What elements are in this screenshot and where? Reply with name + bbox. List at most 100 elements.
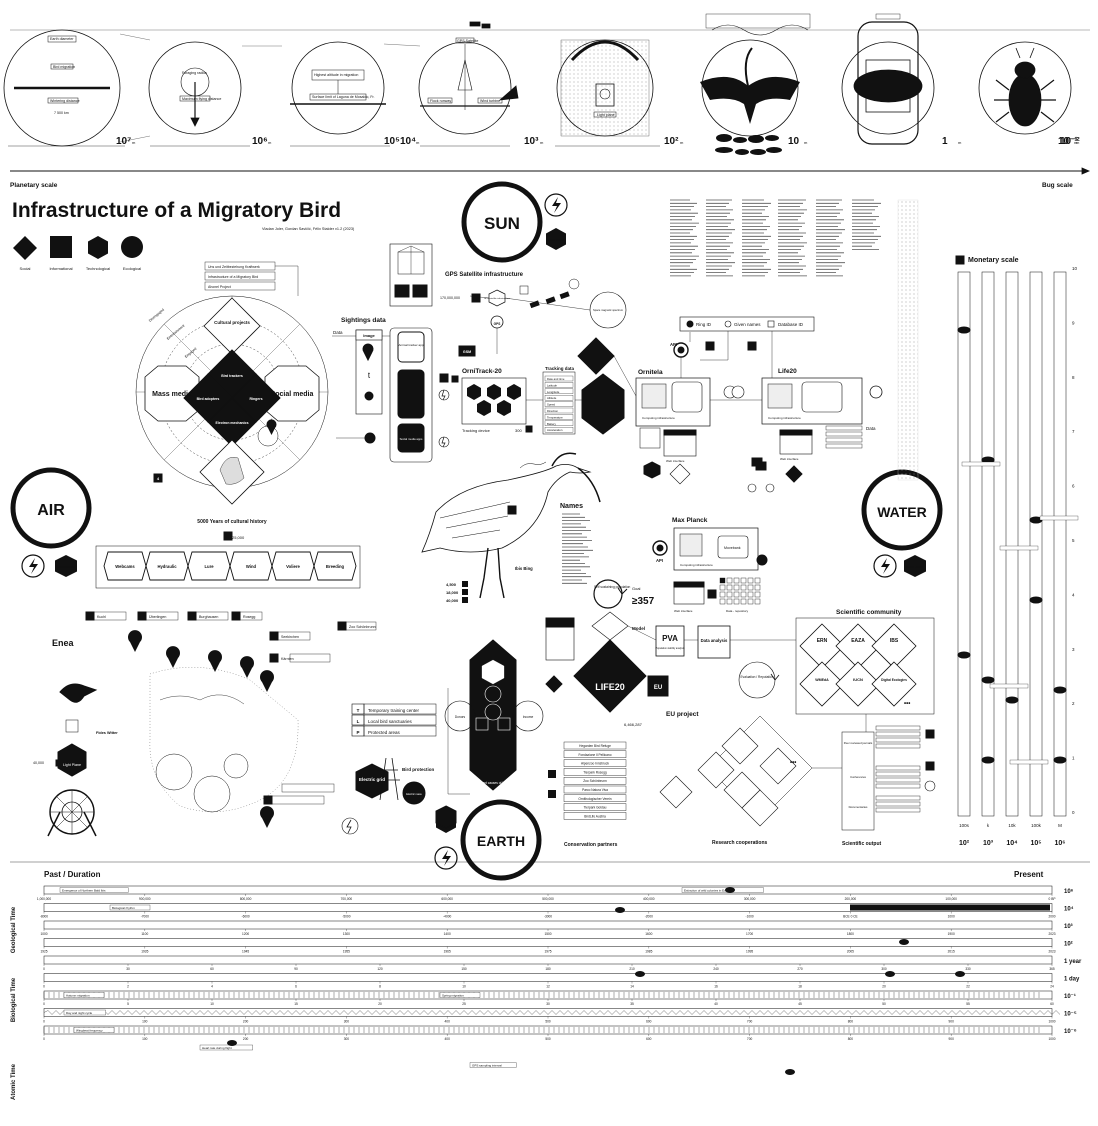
tracking-item: Acceleration — [547, 428, 563, 432]
ibs-label: IBS — [890, 638, 899, 644]
scale-power-3: 10⁴ — [400, 136, 416, 147]
timeline-tick: 600 — [646, 1037, 652, 1041]
timeline-tick: 55 — [966, 1002, 970, 1006]
timeline-tick: 400 — [445, 1020, 451, 1024]
timeline-tick: -8000 — [40, 915, 48, 919]
gps-label: GPS — [494, 322, 501, 326]
given-names-option[interactable]: Given names — [734, 322, 761, 327]
monetary-row-label: 10 — [1072, 266, 1078, 271]
count-c: 40,000 — [446, 598, 459, 603]
timeline-tick: 500 — [545, 1037, 551, 1041]
timeline-tick: 1600 — [645, 932, 652, 936]
timeline-tick: 0 BP — [1049, 897, 1056, 901]
timeline-tick: 1000 — [948, 915, 955, 919]
timeline-tick: -3000 — [544, 915, 552, 919]
hydro-power-label: Hydro power — [906, 565, 923, 569]
timeline-tick: 14 — [630, 985, 634, 989]
key-t: T — [357, 708, 360, 713]
database-id-option[interactable]: Database ID — [778, 322, 804, 327]
monetary-col-power: 10⁵ — [1030, 840, 1041, 847]
tracking-data-list: Date and timeLatitudeLongitudeAltitudeSp… — [544, 375, 574, 433]
scale-power-1: 10⁶ — [252, 136, 268, 147]
partner-item: Ornithologischer Verein — [578, 797, 611, 801]
cultural-projects-label: Cultural projects — [214, 320, 250, 325]
timeline-tick: -1000 — [746, 915, 754, 919]
timeline-tick: 0 — [43, 967, 45, 971]
timeline-event: Emergence of Northern Bald Ibis — [62, 888, 106, 892]
gps-infra-title: GPS Satellite infrastructure — [445, 272, 524, 278]
scale-power-6: 10 — [788, 136, 800, 147]
timeline-power: 10⁶ — [1064, 889, 1074, 895]
wind-power-label: Wind turbine — [58, 565, 75, 569]
max-planck-section — [673, 527, 768, 605]
site-label: Burghausen — [199, 615, 218, 619]
data-repository-label: Data - repository — [726, 609, 749, 613]
bird-trackers-label: Bird trackers — [221, 374, 243, 378]
timeline-tick: 900 — [949, 1020, 955, 1024]
legend-social-label: Social — [20, 266, 31, 271]
legend-social-diamond — [13, 236, 37, 260]
gps-node1-label: GPS satellite infrastructure — [484, 297, 511, 300]
max-flying-distance-label: Maximum flying distance — [182, 97, 221, 101]
timeline-tick: 700,000 — [341, 897, 353, 901]
eu-budget: 6,466,287 — [624, 722, 643, 727]
timeline-tick: 24 — [1050, 985, 1054, 989]
svg-text:t: t — [368, 371, 371, 380]
timeline-tick: 150 — [461, 967, 467, 971]
wmeda-label: WMEdA — [815, 678, 829, 682]
timeline-tick: 30 — [546, 1002, 550, 1006]
timeline-tick: 1100 — [141, 932, 148, 936]
timeline-tick: 500,000 — [542, 897, 554, 901]
monetary-row-label: 8 — [1072, 375, 1075, 380]
partner-item: Fondazione Il Pellicano — [579, 753, 612, 757]
wind-turbine-label: Wind turbine — [480, 99, 500, 103]
timeline-tick: 2005 — [847, 950, 854, 954]
tracking-item: Latitude — [547, 383, 557, 387]
self-sustaining-label: Self sustaining population — [594, 585, 631, 589]
bird-species-label: Ibis Bing — [515, 566, 533, 571]
bird-migration-label: Bird migration — [53, 65, 75, 69]
timeline-tick: 0 — [43, 985, 45, 989]
ring-selector[interactable] — [679, 316, 815, 332]
timeline-power: 10⁴ — [1064, 907, 1074, 913]
timeline-tick: 1,000,000 — [37, 897, 51, 901]
facility-boxes — [85, 531, 377, 663]
timeline-tick: 300 — [344, 1037, 350, 1041]
model-label: Model — [632, 626, 645, 631]
animal-tracker-app-label: Animal tracker app — [398, 343, 423, 347]
timeline-tick: 500 — [545, 1020, 551, 1024]
scale-power-2: 10⁵ — [384, 136, 400, 147]
ring-id-option[interactable]: Ring ID — [696, 322, 712, 327]
tracking-item: Temperature — [547, 415, 563, 419]
timeline-power: 1 day — [1064, 977, 1080, 983]
earth-label: EARTH — [477, 833, 525, 849]
output-documentaries: Documentaries — [849, 805, 868, 809]
gps-count: 170,000,000 — [440, 296, 460, 300]
facility-hydraulic: Hydraulic — [157, 564, 177, 569]
timeline-tick: 600,000 — [441, 897, 453, 901]
site-key — [351, 703, 437, 737]
eaza-label: EAZA — [851, 638, 865, 644]
partner-item: Tierpark Rosegg — [583, 770, 607, 774]
scale-circle-satellite — [418, 37, 519, 147]
bird-adopters-label: Bird adopters — [197, 397, 220, 401]
electric-grid-label: Electric grid — [359, 777, 385, 782]
pva-title: PVA — [662, 634, 678, 643]
timeline-tick: 300 — [344, 1020, 350, 1024]
scale-circle-light-plane — [555, 39, 660, 147]
cultural-rank: 4 — [157, 476, 160, 481]
scale-power-9: 10⁻² — [1060, 136, 1080, 147]
timeline-tick: 1965 — [444, 950, 451, 954]
monetary-row-label: 3 — [1072, 647, 1075, 652]
life20-web-label: Web interface — [780, 457, 799, 461]
key-t-label: Temporary training center — [368, 708, 420, 713]
timeline-tick: 50 — [882, 1002, 886, 1006]
timeline-tick: 1955 — [343, 950, 350, 954]
bald-ibis-illustration — [421, 452, 601, 599]
scale-unit-9: m — [1076, 140, 1080, 145]
planetary-scale-section — [3, 13, 1091, 175]
